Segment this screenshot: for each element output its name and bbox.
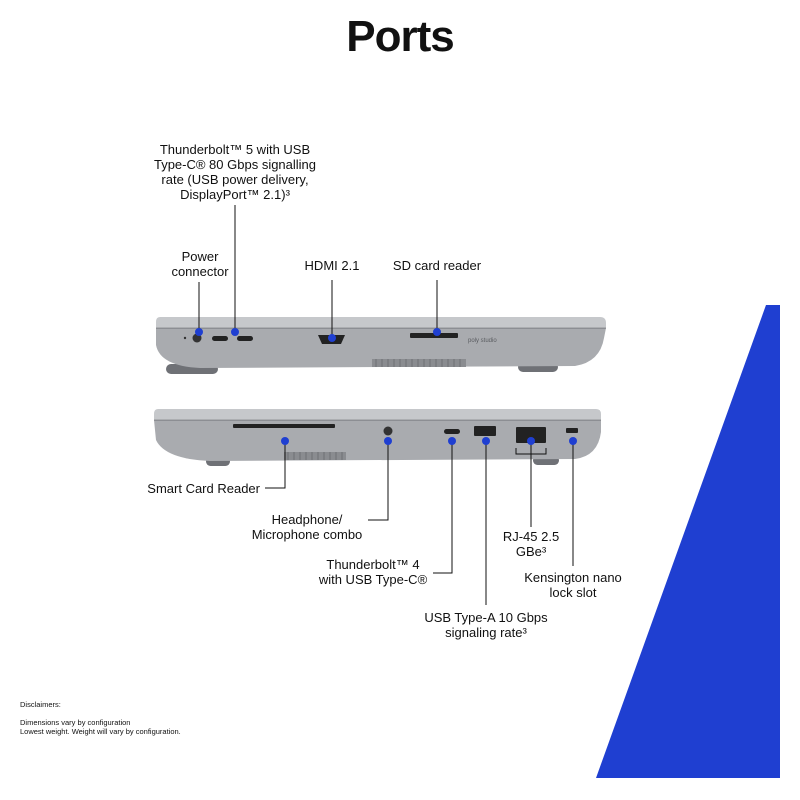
label-headphone: Headphone/ Microphone combo [251, 512, 363, 542]
leader-lines [198, 205, 574, 605]
marker-headphone [384, 437, 392, 445]
label-thunderbolt4: Thunderbolt™ 4 with USB Type-C® [318, 557, 428, 587]
marker-sd [433, 328, 441, 336]
port-markers [195, 328, 577, 445]
marker-usba [482, 437, 490, 445]
label-sd: SD card reader [392, 258, 482, 273]
label-kensington: Kensington nano lock slot [524, 570, 622, 600]
marker-thunderbolt5 [231, 328, 239, 336]
label-smartcard: Smart Card Reader [147, 481, 260, 496]
accent-triangle [596, 305, 780, 778]
label-thunderbolt5: Thunderbolt™ 5 with USB Type-C® 80 Gbps … [153, 142, 317, 202]
label-power: Power connector [171, 249, 229, 279]
marker-hdmi [328, 334, 336, 342]
label-rj45: RJ-45 2.5 GBe³ [502, 529, 560, 559]
brand-text: poly studio [468, 338, 497, 344]
marker-smartcard [281, 437, 289, 445]
disclaimer-line-2: Lowest weight. Weight will vary by confi… [20, 727, 181, 736]
marker-rj45 [527, 437, 535, 445]
marker-kensington [569, 437, 577, 445]
marker-thunderbolt4 [448, 437, 456, 445]
laptop-left-side: poly studio [156, 317, 606, 374]
rj45-bracket [515, 448, 547, 455]
label-hdmi: HDMI 2.1 [304, 258, 360, 273]
marker-power [195, 328, 203, 336]
disclaimers-heading: Disclaimers: [20, 700, 61, 709]
page-title: Ports [346, 12, 454, 61]
label-usba: USB Type-A 10 Gbps signaling rate³ [424, 610, 548, 640]
disclaimer-line-1: Dimensions vary by configuration [20, 718, 131, 727]
laptop-right-side [154, 409, 601, 466]
